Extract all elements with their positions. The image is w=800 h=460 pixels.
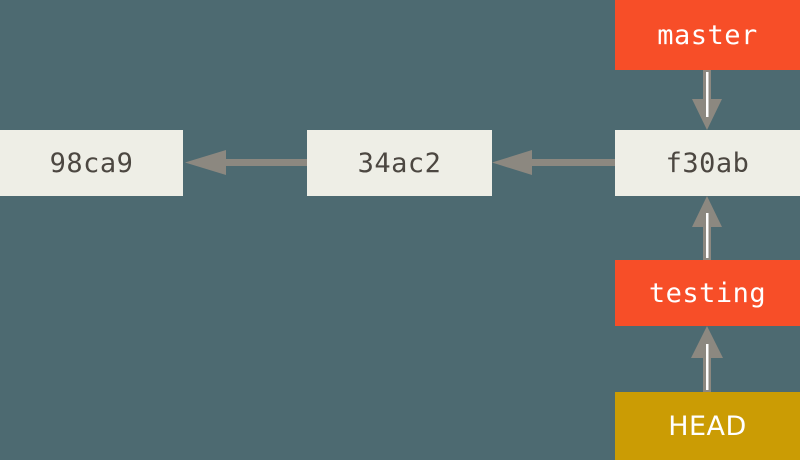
commit-node-34ac2[interactable]: 34ac2	[307, 130, 492, 196]
commit-node-f30ab[interactable]: f30ab	[615, 130, 800, 196]
arrow-head-to-testing	[691, 326, 723, 392]
commit-node-98ca9[interactable]: 98ca9	[0, 130, 183, 196]
arrow-master-to-f30ab	[692, 70, 722, 130]
arrow-f30ab-to-34ac2	[492, 150, 615, 175]
arrow-34ac2-to-98ca9	[185, 150, 308, 175]
head-pointer-label[interactable]: HEAD	[615, 392, 800, 460]
arrow-testing-to-f30ab	[692, 196, 722, 260]
branch-label-master[interactable]: master	[615, 0, 800, 70]
branch-label-testing[interactable]: testing	[615, 260, 800, 326]
